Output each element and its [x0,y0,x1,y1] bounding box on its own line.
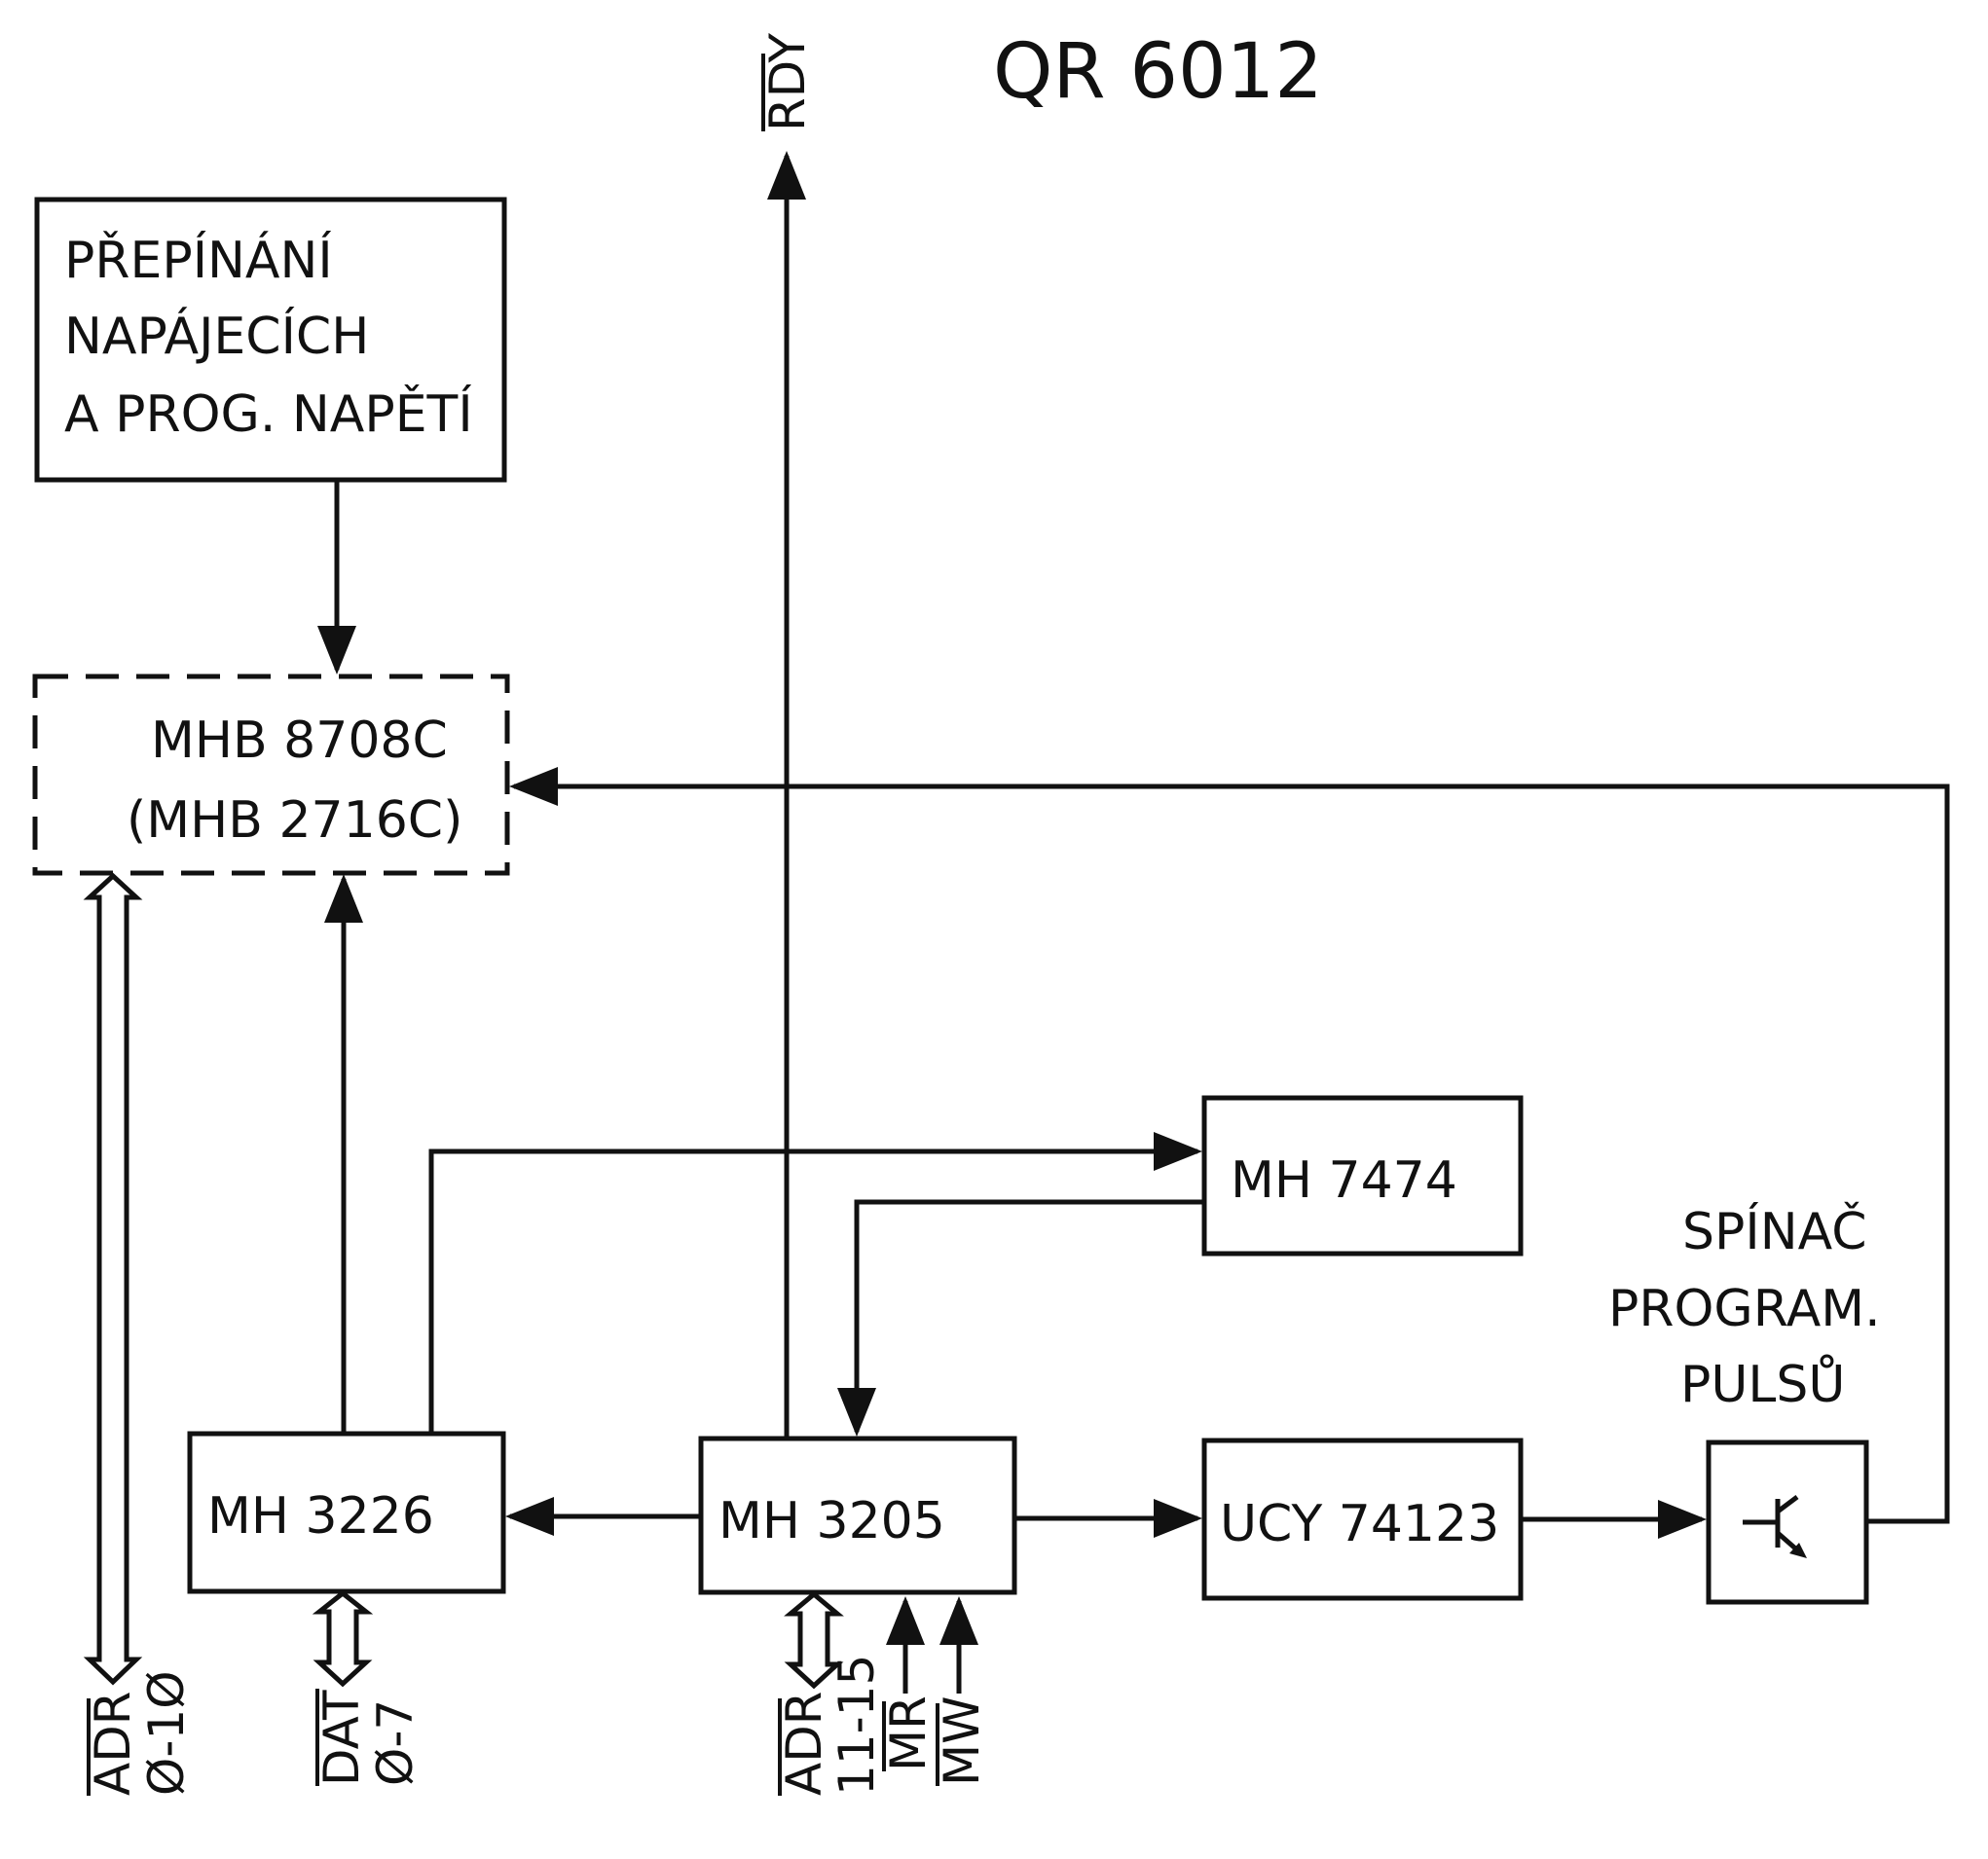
mw-label-group: MW [934,1695,990,1786]
power-block-line-3: A PROG. NAPĚTÍ [64,384,473,444]
mh7474-block: MH 7474 [1201,1095,1524,1257]
adr-high-range: 11-15 [828,1655,885,1796]
eprom-label-line-1: MHB 8708C [151,711,448,770]
adr-low-range: Ø-1Ø [138,1670,195,1796]
rdy-label-group: RDY [759,32,816,131]
switch-caption-line-3: PULSŮ [1680,1354,1845,1414]
transistor-icon [1743,1495,1807,1558]
switch-to-eprom-line [509,767,1950,1524]
power-block-line-2: NAPÁJECÍCH [64,307,369,366]
eprom-block: MHB 8708C (MHB 2716C) [32,674,510,876]
adr-low-label: ADR [85,1692,141,1796]
mh7474-to-mh3205-line [837,1199,1204,1437]
transistor-switch-block [1706,1440,1869,1605]
power-switching-block: PŘEPÍNÁNÍ NAPÁJECÍCH A PROG. NAPĚTÍ [34,197,507,483]
dat-label-group: DAT [313,1689,370,1786]
adr-high-bus [784,1590,844,1690]
mr-label-group: MR [880,1695,937,1771]
dat-range: Ø-7 [367,1699,423,1786]
adr-high-label: ADR [776,1692,832,1796]
mh3205-label: MH 3205 [718,1492,945,1550]
diagram-title: QR 6012 [993,28,1323,116]
mh3226-label: MH 3226 [207,1487,434,1546]
mw-label: MW [934,1695,990,1786]
switch-caption-line-2: PROGRAM. [1608,1280,1881,1338]
ucy74123-label: UCY 74123 [1220,1495,1499,1553]
adr-high-label-group: ADR [776,1692,832,1796]
adr-low-bus [83,872,143,1686]
mr-label: MR [880,1695,937,1771]
dat-bus [312,1589,374,1688]
mh3226-block: MH 3226 [187,1431,506,1594]
dat-label: DAT [313,1690,370,1786]
eprom-label-line-2: (MHB 2716C) [127,791,462,850]
mh7474-label: MH 7474 [1231,1151,1457,1210]
rdy-label: RDY [759,32,816,131]
mh3226-to-mh7474-line [428,1132,1202,1434]
adr-low-label-group: ADR [85,1692,141,1796]
mh3205-block: MH 3205 [698,1436,1017,1595]
switch-caption-line-1: SPÍNAČ [1682,1201,1867,1261]
power-block-line-1: PŘEPÍNÁNÍ [64,231,333,290]
ucy74123-block: UCY 74123 [1201,1438,1524,1601]
